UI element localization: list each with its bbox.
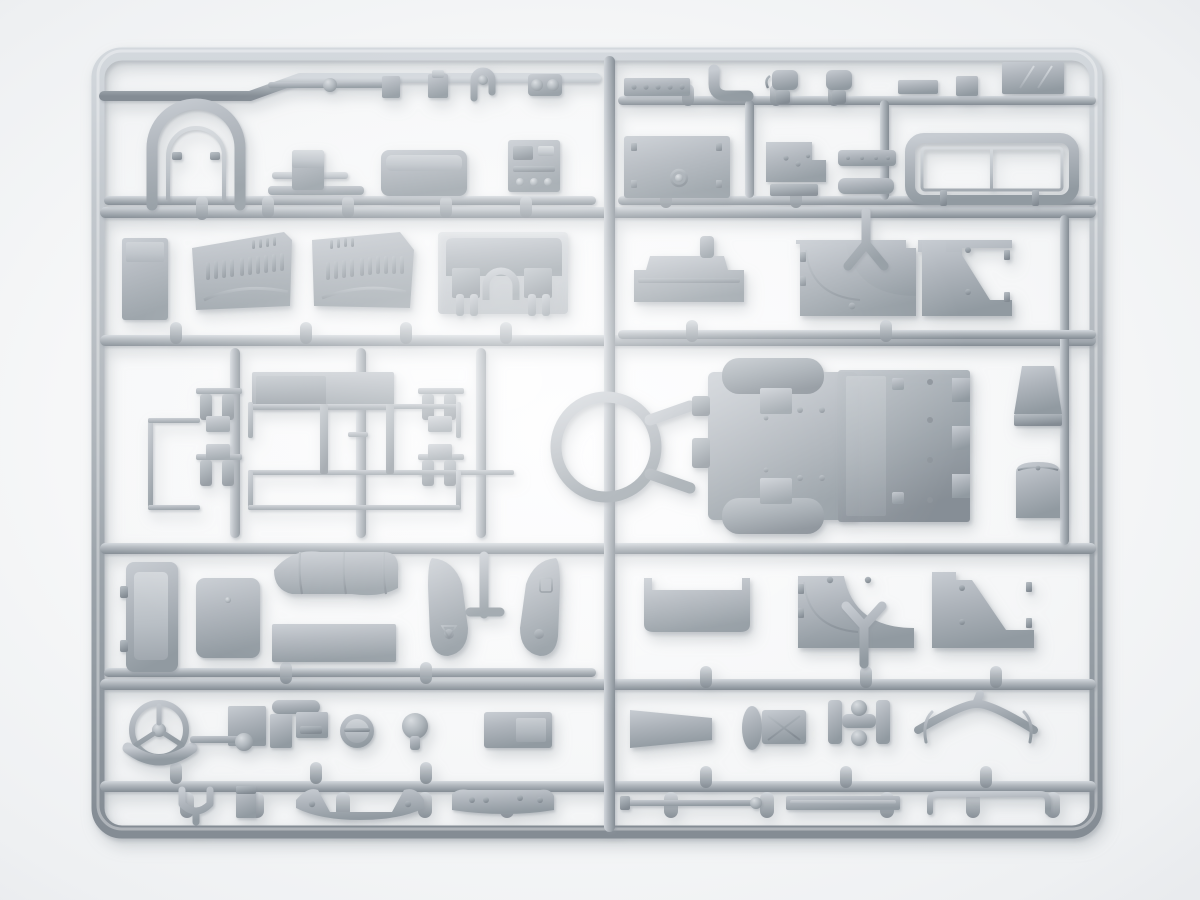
part-fan-assembly bbox=[742, 706, 806, 750]
part-front-fender-right bbox=[520, 558, 560, 656]
part-small-block-b bbox=[428, 70, 448, 98]
part-small-plate-a bbox=[898, 80, 938, 94]
part-hood-side-right bbox=[312, 232, 414, 308]
part-fender-brace bbox=[465, 551, 505, 619]
part-hood-top-panel bbox=[624, 136, 730, 198]
part-windshield-frame bbox=[905, 133, 1079, 206]
part-spare-tire-ring bbox=[550, 391, 696, 503]
part-radiator-shell bbox=[120, 562, 178, 672]
runner-outer-frame bbox=[91, 47, 1103, 839]
part-door-panel bbox=[1016, 462, 1060, 518]
part-headlamp-right bbox=[826, 70, 852, 104]
part-body-tub-main bbox=[692, 358, 858, 534]
part-small-plate-b bbox=[956, 76, 978, 96]
part-tow-fork bbox=[178, 786, 214, 826]
part-leaf-spring-rl bbox=[196, 444, 242, 486]
part-twin-lamp-pair bbox=[528, 74, 562, 96]
part-differential-axle bbox=[828, 700, 890, 746]
part-inner-fender-left bbox=[918, 240, 1012, 316]
part-leaf-spring-fl bbox=[196, 388, 242, 432]
part-seat-cushion-small bbox=[292, 150, 324, 190]
part-tool-box bbox=[484, 712, 552, 748]
part-jerry-can bbox=[402, 713, 428, 750]
part-chassis-rail-left bbox=[148, 418, 200, 510]
part-front-bumper bbox=[296, 789, 424, 820]
part-bench-seat-assembly bbox=[438, 232, 568, 316]
part-steering-wheel bbox=[122, 700, 198, 766]
part-bracket-hook bbox=[470, 67, 496, 102]
part-arch-gate-y-2 bbox=[841, 601, 887, 669]
part-funnel bbox=[1014, 366, 1062, 426]
part-bed-floor-panel bbox=[838, 370, 970, 522]
part-spare-wheel-hub bbox=[340, 714, 374, 748]
part-headlamp-left bbox=[765, 70, 798, 104]
part-small-block-a bbox=[382, 76, 400, 98]
part-rear-panel bbox=[634, 236, 744, 302]
part-fuel-tank-plate bbox=[122, 238, 168, 320]
part-transmission-case bbox=[766, 142, 826, 196]
part-wheel-arch-rear-left bbox=[796, 240, 916, 316]
part-instrument-panel bbox=[508, 140, 560, 192]
part-large-cover-plate bbox=[1002, 62, 1064, 94]
part-grille-strip bbox=[624, 78, 690, 96]
part-inner-fender-right bbox=[932, 572, 1034, 648]
part-thin-rod-long bbox=[268, 78, 388, 92]
part-drive-shaft bbox=[620, 796, 762, 810]
part-exhaust-elbow bbox=[708, 64, 754, 102]
part-gearbox bbox=[270, 700, 328, 748]
part-front-axle-beam bbox=[914, 690, 1038, 753]
part-radiator-core bbox=[196, 578, 260, 658]
part-step-plate bbox=[838, 150, 896, 166]
part-bed-slats bbox=[272, 624, 396, 662]
part-wheel-arch-rear-right bbox=[798, 572, 914, 648]
part-small-crate bbox=[236, 786, 256, 818]
part-air-filter-horn bbox=[630, 710, 712, 748]
part-engine-block bbox=[190, 706, 266, 751]
part-seat-back-panel bbox=[381, 150, 467, 196]
part-pedal-cluster bbox=[268, 172, 364, 195]
part-rear-bumper bbox=[452, 789, 554, 814]
part-canvas-roll bbox=[274, 551, 399, 596]
part-arch-gate-y bbox=[843, 207, 889, 271]
part-front-fender-left bbox=[428, 558, 468, 656]
part-chassis-frame-main bbox=[248, 402, 461, 510]
part-hood-side-left bbox=[192, 232, 292, 310]
part-muffler-tube bbox=[838, 178, 894, 194]
part-tailgate bbox=[644, 578, 750, 632]
part-running-board bbox=[786, 796, 900, 810]
part-bent-rod bbox=[927, 791, 1051, 815]
part-roll-bar-hoop bbox=[146, 98, 246, 211]
runner-vertical-divider bbox=[604, 56, 615, 832]
part-floor-panel bbox=[252, 372, 394, 410]
